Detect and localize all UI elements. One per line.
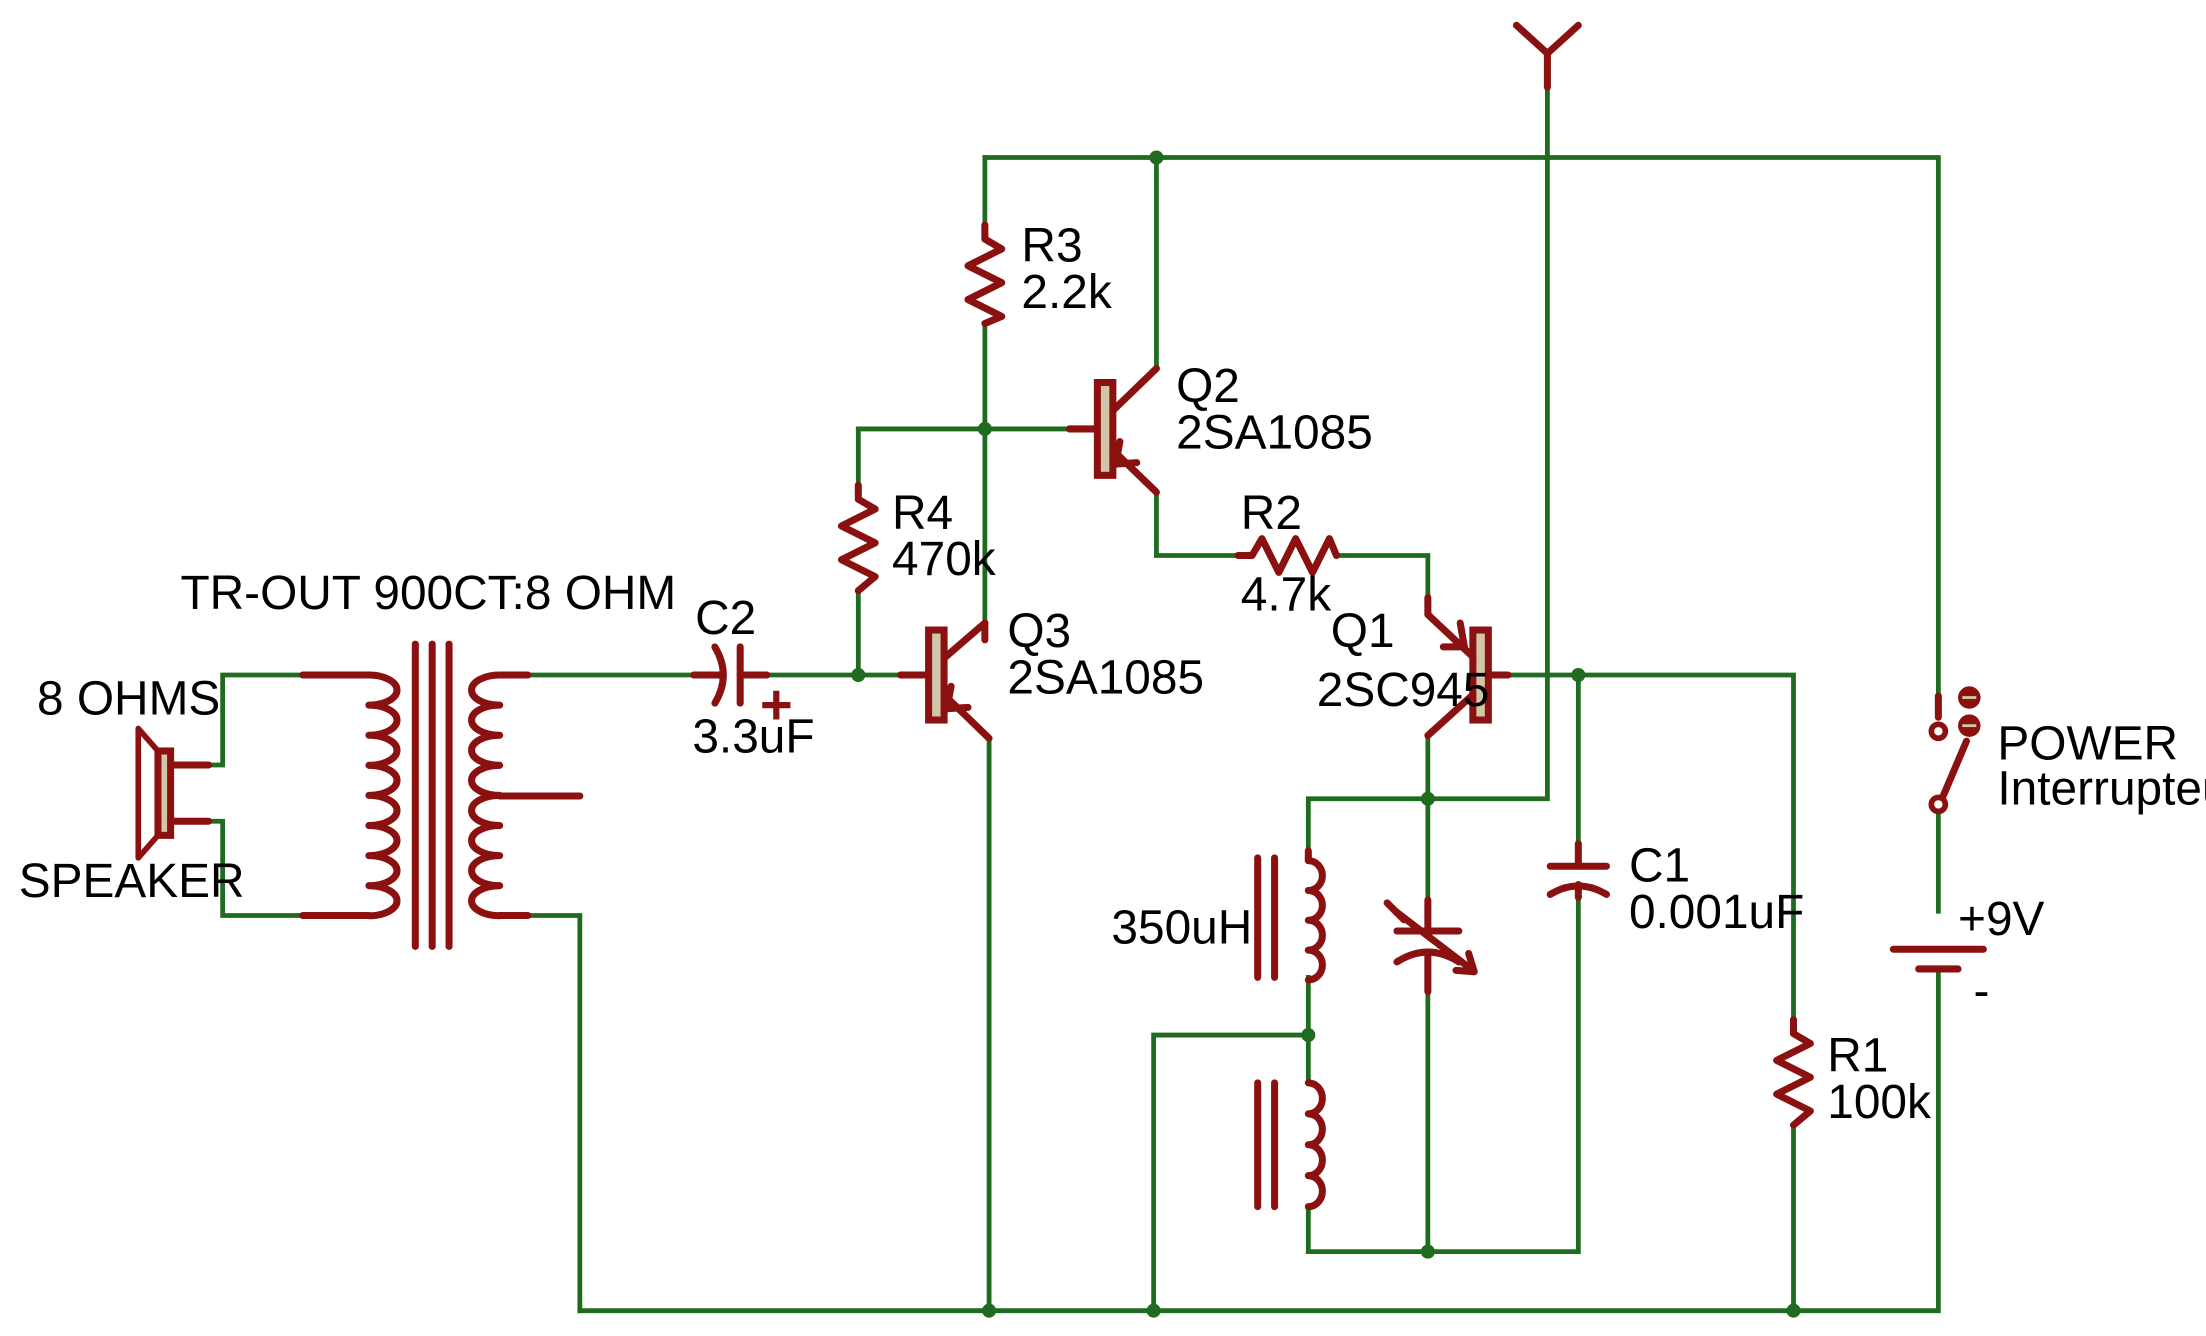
battery-symbol: +9V -	[1889, 893, 2045, 1018]
switch-name: POWER	[1997, 717, 2178, 770]
variable-capacitor	[1383, 896, 1478, 995]
q3-part: 2SA1085	[1007, 651, 1204, 704]
q2-part: 2SA1085	[1176, 407, 1373, 460]
c1-ref: C1	[1629, 840, 1690, 893]
antenna-symbol	[1512, 21, 1582, 91]
r3-value: 2.2k	[1021, 266, 1111, 319]
speaker-name: SPEAKER	[19, 855, 245, 908]
inductor-value: 350uH	[1111, 902, 1252, 955]
r3-resistor: R3 2.2k	[964, 220, 1112, 327]
c1-value: 0.001uF	[1629, 886, 1804, 939]
q2-ref: Q2	[1176, 360, 1240, 413]
transformer-label: TR-OUT 900CT:8 OHM	[180, 567, 676, 620]
wires	[206, 84, 1941, 1314]
inductor-lower	[1254, 1079, 1326, 1211]
c2-ref: C2	[695, 592, 756, 645]
c2-value: 3.3uF	[692, 710, 814, 763]
q1-transistor: Q1 2SC945	[1317, 594, 1512, 740]
c2-polarity: +	[760, 673, 793, 736]
battery-positive: +9V	[1958, 893, 2044, 946]
r1-ref: R1	[1827, 1030, 1888, 1083]
q3-ref: Q3	[1007, 605, 1071, 658]
switch-desc: Interrupteur	[1997, 762, 2206, 815]
junction-dots	[851, 150, 1801, 1318]
q2-transistor: Q2 2SA1085	[1065, 360, 1373, 496]
q1-ref: Q1	[1331, 605, 1395, 658]
battery-negative: -	[1974, 965, 1990, 1018]
inductor-upper: 350uH	[1111, 847, 1326, 984]
q1-part: 2SC945	[1317, 664, 1490, 717]
speaker-value: 8 OHMS	[37, 672, 220, 725]
power-switch: POWER Interrupteur	[1928, 686, 2206, 815]
r4-value: 470k	[892, 533, 996, 586]
r4-ref: R4	[892, 487, 953, 540]
r2-value: 4.7k	[1241, 568, 1331, 621]
c1-capacitor: C1 0.001uF	[1546, 840, 1804, 939]
c2-capacitor: + C2 3.3uF	[690, 592, 815, 763]
r2-resistor: R2 4.7k	[1234, 487, 1340, 621]
q3-transistor: Q3 2SA1085	[896, 605, 1204, 742]
r1-value: 100k	[1827, 1076, 1931, 1129]
r1-resistor: R1 100k	[1773, 1016, 1931, 1129]
r3-ref: R3	[1021, 220, 1082, 273]
speaker-symbol: 8 OHMS SPEAKER	[19, 672, 245, 908]
r2-ref: R2	[1241, 487, 1302, 540]
r4-resistor: R4 470k	[837, 481, 996, 595]
output-transformer: TR-OUT 900CT:8 OHM	[180, 567, 676, 950]
